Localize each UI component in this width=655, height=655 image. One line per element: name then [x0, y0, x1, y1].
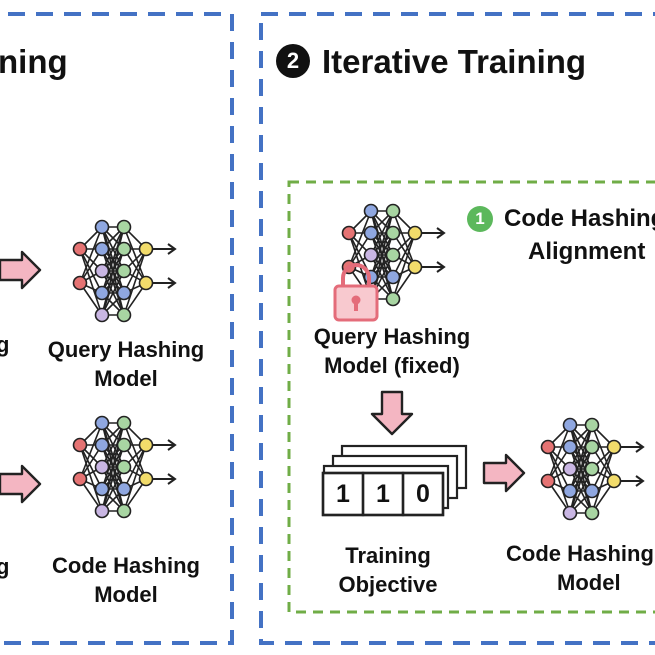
query-model-label-line1: Query Hashing — [47, 337, 205, 362]
code-model-label-line2: Model — [94, 582, 158, 607]
left-panel-border — [0, 12, 234, 645]
neural-network-icon — [341, 203, 446, 307]
alignment-group-border — [287, 180, 655, 614]
left-code-fragment: g — [0, 554, 10, 579]
sub-step-title-line2: Alignment — [528, 238, 646, 265]
lock-icon — [333, 263, 379, 322]
fixed-query-model-label-line1: Query Hashing — [313, 324, 471, 349]
sub-step-badge: 1 — [467, 206, 493, 232]
right-panel-border — [259, 12, 655, 645]
training-objective-label-line2: Objective — [338, 572, 438, 597]
left-query-fragment: g — [0, 332, 10, 357]
query-model-label: Query Hashing Model — [26, 335, 226, 393]
step-badge: 2 — [276, 44, 310, 78]
bit-value: 1 — [336, 480, 350, 508]
right-arrow-icon — [482, 453, 526, 493]
down-arrow-icon — [370, 390, 414, 436]
bit-value: 1 — [376, 480, 390, 508]
neural-network-icon — [72, 219, 177, 323]
code-model-label-line1: Code Hashing — [52, 553, 200, 578]
right-arrow-icon — [0, 464, 42, 504]
binary-stack-icon — [321, 444, 468, 517]
left-panel-title: ning — [0, 43, 68, 80]
right-arrow-icon — [0, 250, 42, 290]
bit-value: 0 — [416, 480, 430, 508]
right-code-model-label: Code Hashing Model — [506, 539, 655, 597]
fixed-query-model-label: Query Hashing Model (fixed) — [292, 322, 492, 380]
right-code-model-label-line1: Code Hashing — [506, 541, 654, 566]
code-model-label: Code Hashing Model — [26, 551, 226, 609]
neural-network-icon — [72, 415, 177, 519]
training-objective-label-line1: Training — [345, 543, 431, 568]
right-panel-title: Iterative Training — [322, 43, 587, 80]
training-objective-label: Training Objective — [308, 541, 468, 599]
right-code-model-label-line2: Model — [557, 570, 621, 595]
sub-step-title-line1: Code Hashing — [504, 205, 655, 232]
fixed-query-model-label-line2: Model (fixed) — [324, 353, 460, 378]
neural-network-icon — [540, 417, 645, 521]
query-model-label-line2: Model — [94, 366, 158, 391]
